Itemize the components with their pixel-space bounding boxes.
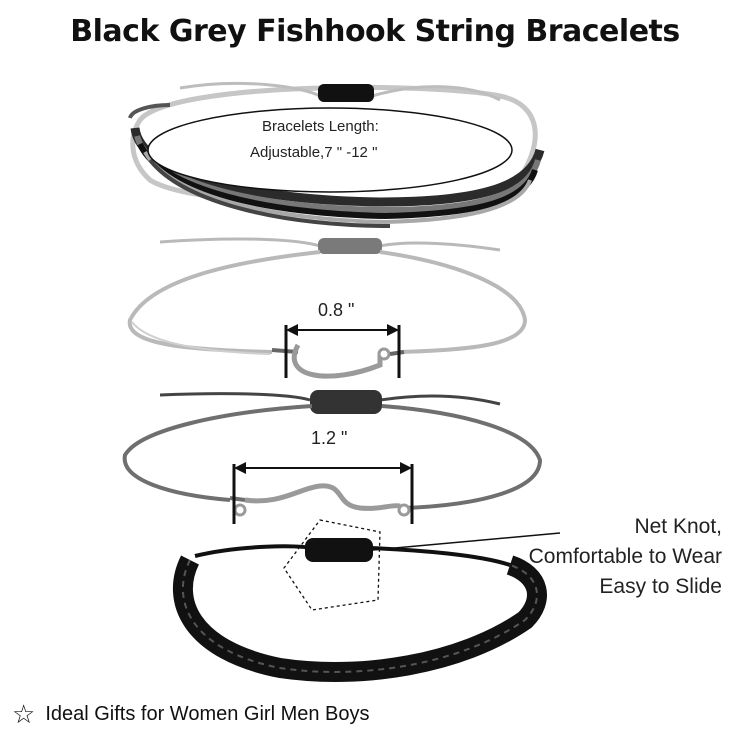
wave-width-label: 1.2 "	[311, 428, 348, 448]
knot-note: Net Knot, Comfortable to Wear Easy to Sl…	[529, 512, 722, 602]
knot-note-line1: Net Knot,	[634, 515, 722, 538]
hook-width-label: 0.8 "	[318, 300, 355, 320]
footer-tagline: ☆ Ideal Gifts for Women Girl Men Boys	[12, 700, 370, 728]
wave-icon	[244, 483, 401, 511]
knot-icon	[305, 538, 373, 562]
bracelet-fishhook	[127, 237, 528, 379]
bracelet-wave	[122, 390, 543, 524]
bracelet-multistrand	[128, 81, 545, 228]
length-label-line1: Bracelets Length:	[262, 118, 379, 135]
knot-icon	[318, 84, 374, 102]
knot-note-line2: Comfortable to Wear	[528, 545, 722, 568]
page-title: Black Grey Fishhook String Bracelets	[70, 14, 680, 49]
star-outline-icon: ☆	[12, 699, 36, 729]
footer-text: Ideal Gifts for Women Girl Men Boys	[45, 702, 370, 725]
knot-note-line3: Easy to Slide	[599, 575, 722, 598]
length-label-line2: Adjustable,7 " -12 "	[250, 144, 378, 161]
knot-icon	[310, 390, 382, 414]
bracelet-braided-black	[172, 519, 561, 682]
knot-icon	[318, 238, 382, 254]
fishhook-icon	[291, 343, 383, 379]
